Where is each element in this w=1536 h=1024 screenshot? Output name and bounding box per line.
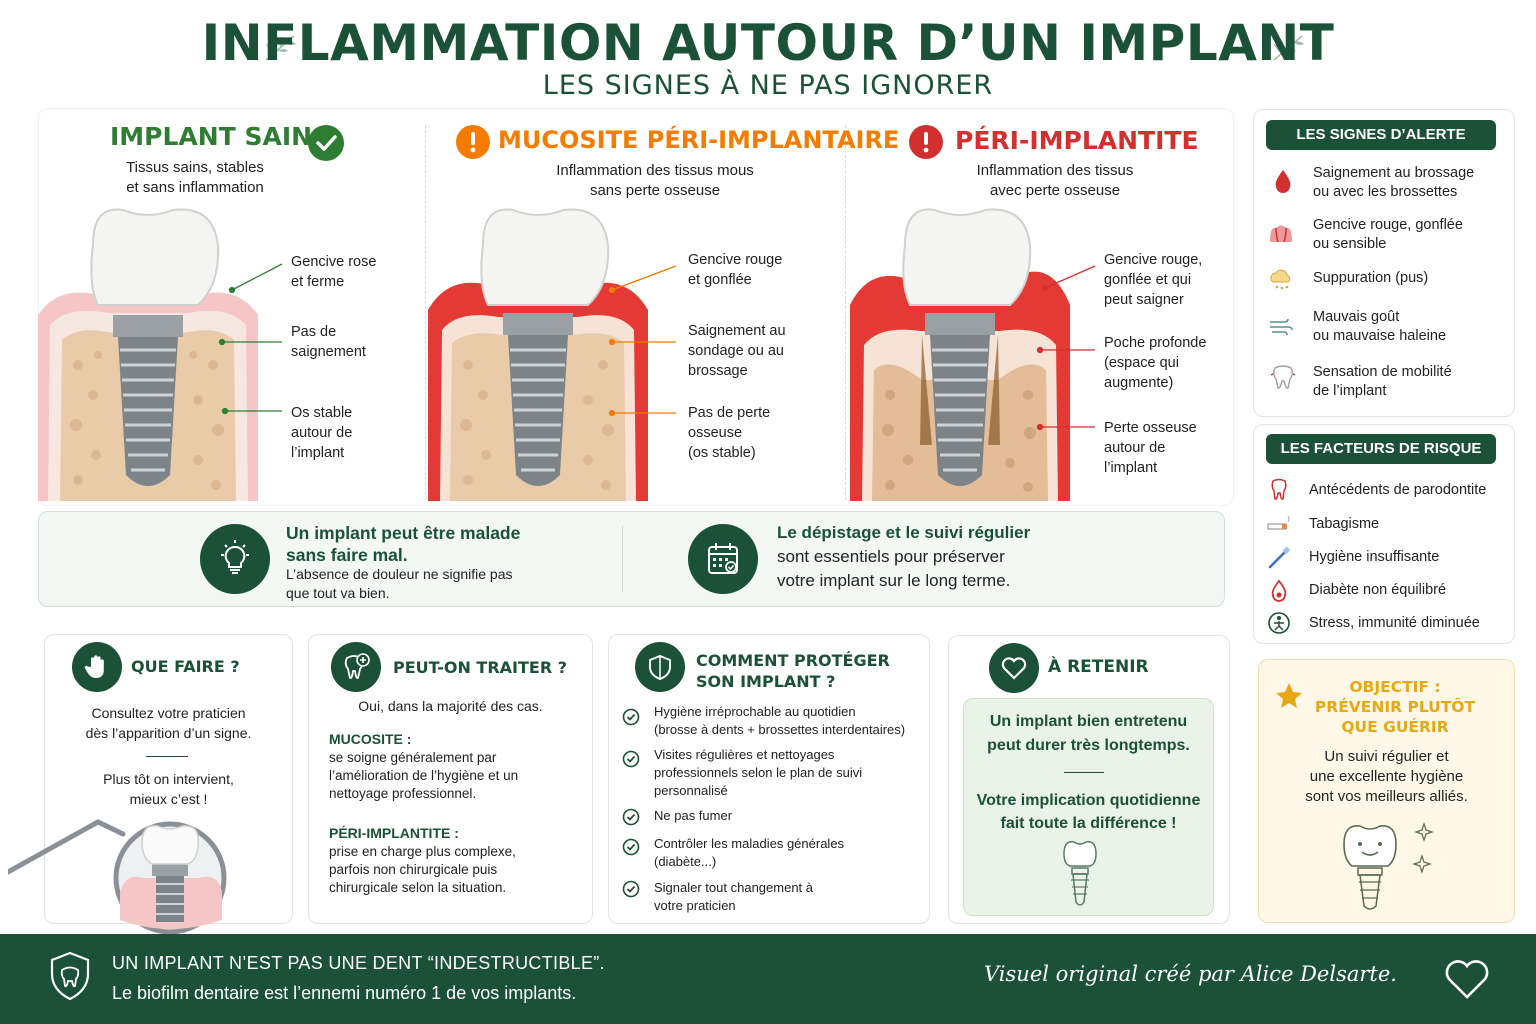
blood-drop-icon xyxy=(1275,170,1291,193)
card-title: QUE FAIRE ? xyxy=(131,657,240,676)
check-icon xyxy=(622,880,640,898)
cigarette-icon xyxy=(1267,515,1290,530)
dental-mirror-illustration xyxy=(8,819,227,934)
implant-icon xyxy=(1063,841,1097,906)
footer-line2: Le biofilm dentaire est l’ennemi numéro … xyxy=(112,983,577,1003)
gum-tooth-icon xyxy=(1271,478,1287,500)
implant-mucositis-illustration xyxy=(428,208,648,501)
protection-item: Contrôler les maladies générales(diabète… xyxy=(654,836,845,869)
card-intro: Oui, dans la majorité des cas. xyxy=(358,698,543,714)
footer-line1: UN IMPLANT N’EST PAS UNE DENT “INDESTRUC… xyxy=(112,953,605,973)
shield-icon xyxy=(635,642,685,692)
smiling-implant-icon xyxy=(1343,822,1434,910)
stage-title-sain: IMPLANT SAIN xyxy=(110,122,313,151)
implant-healthy-illustration xyxy=(38,208,258,501)
leader-lines xyxy=(218,263,1096,431)
separator xyxy=(425,125,426,500)
mucosite-label: MUCOSITE : xyxy=(329,731,412,747)
facteurs-title: LES FACTEURS DE RISQUE xyxy=(1266,434,1496,464)
separator xyxy=(622,526,623,592)
divider xyxy=(146,756,188,757)
signes-panel xyxy=(1253,109,1515,417)
separator xyxy=(845,125,846,500)
footer-credit: Visuel original créé par Alice Delsarte. xyxy=(984,962,1397,986)
facteur-item: Hygiène insuffisante xyxy=(1309,549,1440,565)
stage-title-mucosite: MUCOSITE PÉRI-IMPLANTAIRE xyxy=(498,126,900,154)
implant-periimplantitis-illustration xyxy=(850,208,1070,501)
card-title: PEUT-ON TRAITER ? xyxy=(393,658,567,677)
divider xyxy=(1064,772,1104,773)
tooth-plus-icon xyxy=(331,642,381,692)
stress-icon xyxy=(1268,612,1290,634)
protection-item: Hygiène irréprochable au quotidien(bross… xyxy=(654,704,906,737)
leaf-left-icon xyxy=(265,35,296,61)
card-text: Plus tôt on intervient,mieux c’est ! xyxy=(103,771,234,807)
heart-icon xyxy=(989,643,1039,693)
tooth-icon xyxy=(1270,365,1296,389)
facteur-item: Antécédents de parodontite xyxy=(1309,482,1487,498)
bad-breath-icon xyxy=(1270,318,1293,336)
pus-cloud-icon xyxy=(1270,269,1291,290)
exclamation-circle-icon xyxy=(456,125,490,159)
facteur-item: Tabagisme xyxy=(1309,516,1380,532)
toothbrush-icon xyxy=(1268,546,1291,569)
star-icon xyxy=(1276,683,1302,708)
page-title: INFLAMMATION AUTOUR D’UN IMPLANT xyxy=(201,14,1335,72)
check-icon xyxy=(622,750,640,768)
signe-item: Suppuration (pus) xyxy=(1313,270,1429,286)
stage-title-periimplantite: PÉRI-IMPLANTITE xyxy=(955,126,1199,155)
drop-icon xyxy=(1271,579,1287,602)
check-icon xyxy=(622,708,640,726)
signes-title: LES SIGNES D’ALERTE xyxy=(1266,120,1496,150)
card-title: À RETENIR xyxy=(1048,657,1149,677)
leaf-right-icon xyxy=(1273,35,1304,61)
facteur-item: Stress, immunité diminuée xyxy=(1309,615,1480,631)
facteur-item: Diabète non équilibré xyxy=(1309,582,1447,598)
check-circle-icon xyxy=(308,125,344,161)
hand-stop-icon xyxy=(72,642,122,692)
exclamation-circle-icon xyxy=(909,125,943,159)
check-icon xyxy=(622,808,640,826)
check-icon xyxy=(622,838,640,856)
protection-item: Ne pas fumer xyxy=(654,808,733,823)
shield-tooth-icon xyxy=(50,951,90,1001)
periimplantite-text: prise en charge plus complexe,parfois no… xyxy=(329,844,516,895)
lightbulb-icon xyxy=(200,524,270,594)
card-objectif xyxy=(1258,659,1515,923)
calendar-icon xyxy=(688,524,758,594)
footer-bar xyxy=(0,934,1536,1024)
periimplantite-label: PÉRI-IMPLANTITE : xyxy=(329,825,459,841)
page-subtitle: LES SIGNES À NE PAS IGNORER xyxy=(542,70,994,101)
swollen-gum-icon xyxy=(1270,225,1292,243)
heart-outline-icon xyxy=(1445,960,1489,999)
